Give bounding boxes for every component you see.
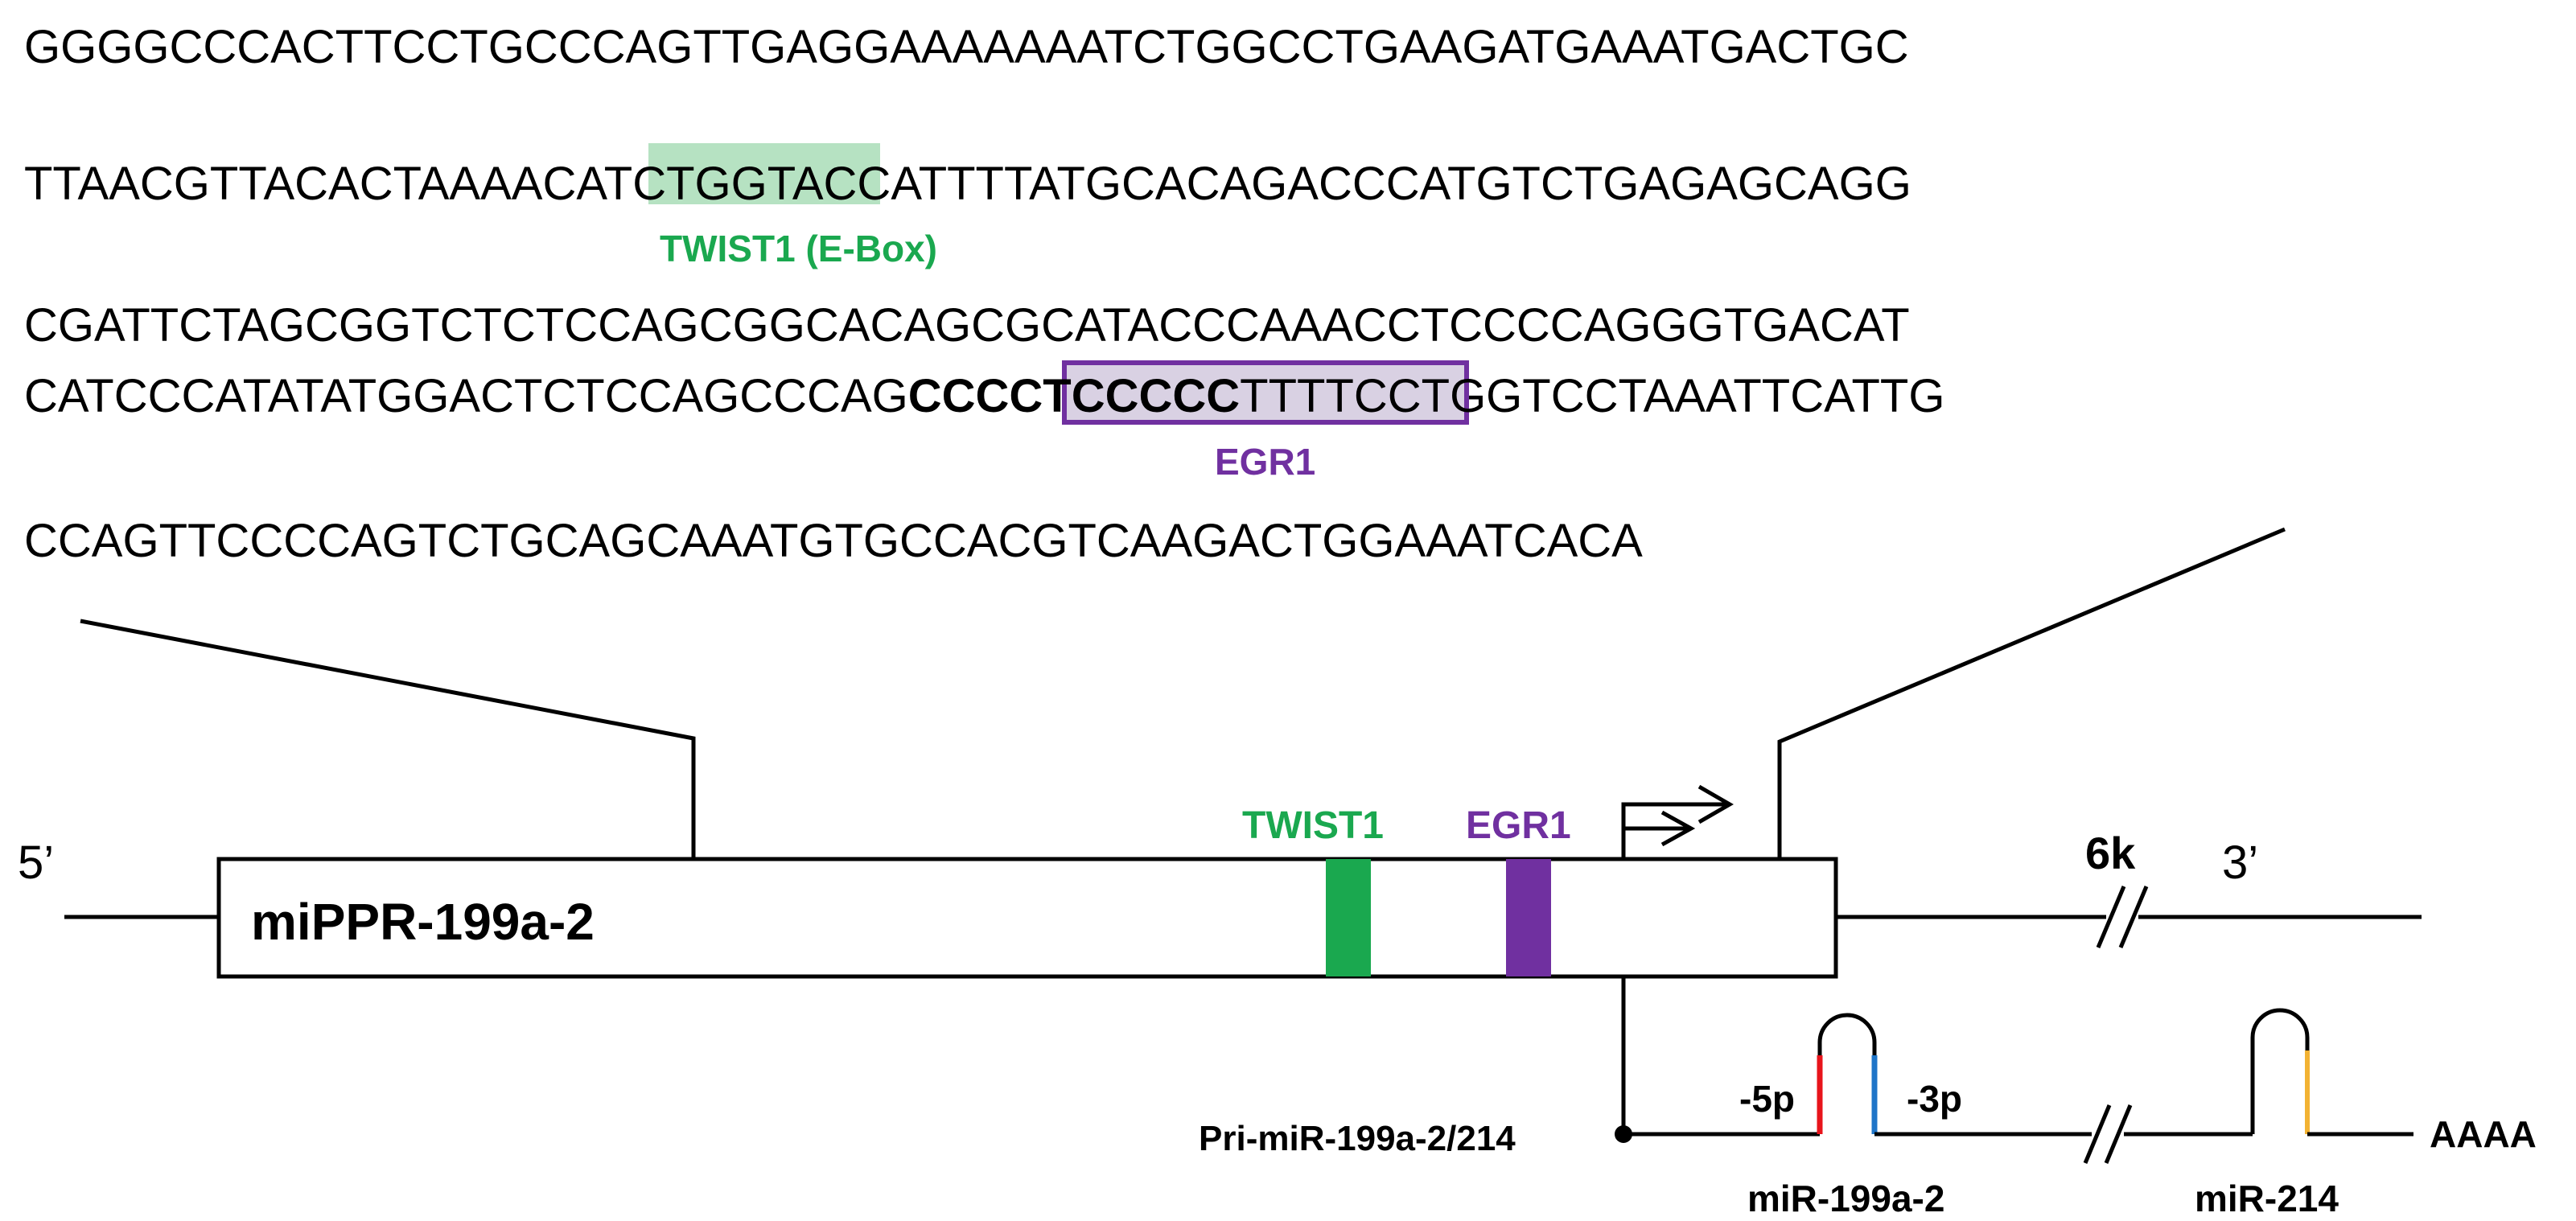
transcript-gap-mark-2 — [2104, 1104, 2133, 1164]
tss-arrow-stem — [1621, 802, 1730, 859]
twist1-site-highlight — [648, 143, 880, 204]
mir214-hairpin-loop — [2250, 1008, 2310, 1050]
twist1-site-bar — [1326, 859, 1371, 976]
sequence-line-4-pre: CATCCCATATATGGACTCTCCAGCCCAG — [24, 370, 908, 422]
egr1-site-bar — [1506, 859, 1551, 976]
tss-arrow-head-1 — [1697, 784, 1734, 824]
egr1-binding-sequence: CCCCTCCCCC — [908, 370, 1240, 422]
mir199-label: miR-199a-2 — [1747, 1178, 1944, 1219]
gap-break-mark-1 — [2096, 886, 2126, 948]
sequence-line-2-post: GTACCATTTTATGCACAGACCCATGTCTGAGAGCAGG — [731, 158, 1911, 210]
arm-5p-label: -5p — [1739, 1078, 1795, 1120]
zoom-line-right — [1777, 527, 2286, 859]
sequence-line-5: CCAGTTCCCCAGTCTGCAGCAAATGTGCCACGTCAAGACT… — [24, 515, 1643, 567]
tss-arrow-head-2 — [1660, 810, 1696, 847]
gap-6k-label: 6k — [2085, 828, 2136, 878]
sequence-line-4-post: TTTTCCTGGTCCTAAATTCATTG — [1240, 370, 1944, 422]
twist1-ebox-label: TWIST1 (E-Box) — [660, 228, 937, 269]
promoter-box — [216, 857, 1838, 979]
arm-3p-label: -3p — [1907, 1078, 1962, 1120]
sequence-line-2: TTAACGTTACACTAAAACATCTGGTACCATTTTATGCACA… — [24, 158, 1911, 210]
twist1-site-label: TWIST1 — [1242, 804, 1384, 847]
egr1-site-highlight — [1062, 360, 1469, 425]
transcript-gap-mark-1 — [2083, 1104, 2112, 1164]
sequence-line-4: CATCCCATATATGGACTCTCCAGCCCAGCCCCTCCCCCTT… — [24, 370, 1944, 422]
polya-tail-label: AAAA — [2430, 1113, 2537, 1155]
sequence-line-1: GGGGCCCACTTCCTGCCCAGTTGAGGAAAAAAATCTGGCC… — [24, 21, 1909, 73]
sequence-line-3: CGATTCTAGCGGTCTCTCCAGCGGCACAGCGCATACCCAA… — [24, 299, 1910, 352]
twist1-ebox-sequence: CATCTG — [543, 158, 731, 210]
pri-mirna-label: Pri-miR-199a-2/214 — [1199, 1119, 1516, 1158]
egr1-bar-label: EGR1 — [1466, 804, 1571, 847]
sequence-line-2-pre: TTAACGTTACACTAAAA — [24, 158, 543, 210]
promoter-name: miPPR-199a-2 — [251, 893, 595, 951]
transcript-start-dot — [1615, 1125, 1632, 1143]
zoom-line-left — [80, 619, 696, 859]
egr1-site-label: EGR1 — [1215, 441, 1315, 483]
gap-break-mark-2 — [2118, 886, 2149, 948]
five-prime-label: 5’ — [18, 837, 54, 889]
three-prime-label: 3’ — [2222, 837, 2258, 889]
mir199-hairpin-loop — [1817, 1013, 1877, 1055]
mir214-label: miR-214 — [2195, 1178, 2339, 1219]
